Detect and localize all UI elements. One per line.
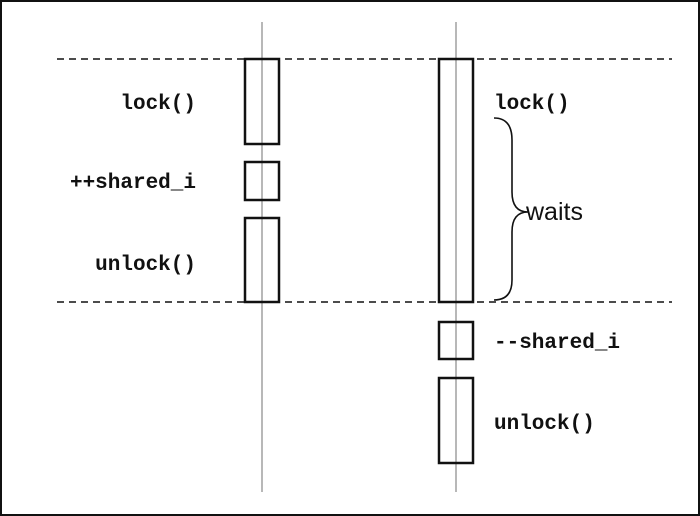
waits-brace [493,117,529,301]
thread-b-unlock-label: unlock() [494,413,595,436]
thread-b-lock-wait-block [437,57,475,304]
thread-b-unlock-block [437,376,475,465]
thread-a-lock-block [243,57,281,146]
thread-a-unlock-block [243,216,281,304]
thread-b-decrement-block [437,320,475,361]
thread-a-lock-label: lock() [120,93,196,116]
thread-a-unlock-label: unlock() [95,254,196,277]
thread-a-increment-label: ++shared_i [70,172,196,195]
thread-b-lock-label: lock() [494,93,570,116]
thread-a-increment-block [243,160,281,202]
waits-label: waits [525,198,583,226]
thread-b-decrement-label: --shared_i [494,332,620,355]
